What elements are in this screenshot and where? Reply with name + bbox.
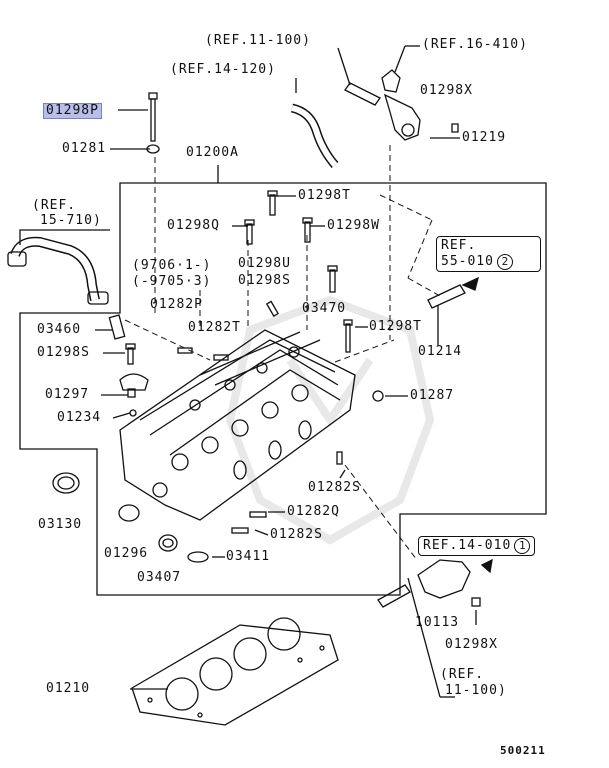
part-label-01298P-highlighted[interactable]: 01298P: [43, 103, 102, 119]
head-gasket-01210: [131, 617, 339, 726]
part-label-01298T-a[interactable]: 01298T: [298, 188, 351, 203]
water-pipe-15-710: [10, 236, 100, 301]
part-label-03411[interactable]: 03411: [226, 549, 271, 564]
outlet-01214: [427, 284, 466, 309]
sensor-01219: [381, 69, 421, 141]
circled-number-2: 2: [496, 254, 513, 270]
oring-03411: [187, 551, 209, 563]
part-label-01298W[interactable]: 01298W: [327, 218, 380, 233]
part-label-03407[interactable]: 03407: [137, 570, 182, 585]
part-label-01282S-a[interactable]: 01282S: [308, 480, 361, 495]
ref-11-100-bottom-line2[interactable]: 11-100): [445, 683, 507, 698]
bolt-01298P-shape: [146, 92, 160, 154]
ref-box-14-010-code: REF.14-010: [423, 538, 512, 553]
part-label-01298T-b[interactable]: 01298T: [369, 319, 422, 334]
part-label-01281[interactable]: 01281: [62, 141, 107, 156]
part-label-01234[interactable]: 01234: [57, 410, 102, 425]
part-label-01214[interactable]: 01214: [418, 344, 463, 359]
part-label-01282T[interactable]: 01282T: [188, 320, 241, 335]
part-label-01298X-bottom[interactable]: 01298X: [445, 637, 498, 652]
date-range-to: (-9705·3): [132, 274, 212, 289]
part-label-03130[interactable]: 03130: [38, 517, 83, 532]
ref-15-710-line1[interactable]: (REF.: [32, 198, 77, 213]
part-label-01287[interactable]: 01287: [410, 388, 455, 403]
part-label-01296[interactable]: 01296: [104, 546, 149, 561]
ref-box-55-010-line1: REF.: [441, 238, 477, 253]
diagram-code: 500211: [500, 744, 546, 757]
ref-15-710-line2[interactable]: 15-710): [40, 213, 102, 228]
assembly-frame: [19, 182, 547, 596]
date-range-from: (9706·1-): [132, 258, 212, 273]
part-label-01210[interactable]: 01210: [46, 681, 91, 696]
part-label-01282S-b[interactable]: 01282S: [270, 527, 323, 542]
circled-number-1: 1: [514, 538, 531, 554]
ref-11-100-top[interactable]: (REF.11-100): [205, 33, 311, 48]
part-label-01282P[interactable]: 01282P: [150, 297, 203, 312]
part-label-01298X-top[interactable]: 01298X: [420, 83, 473, 98]
bracket-01297: [119, 373, 149, 391]
part-label-01282Q[interactable]: 01282Q: [287, 504, 340, 519]
part-label-10113[interactable]: 10113: [415, 615, 460, 630]
small-bolts: [108, 190, 481, 607]
part-label-01200A[interactable]: 01200A: [186, 145, 239, 160]
watermark-logo: [225, 295, 435, 545]
part-label-03460[interactable]: 03460: [37, 322, 82, 337]
seal-03407: [158, 534, 178, 552]
seal-03130: [52, 472, 80, 494]
seal-01296: [118, 504, 140, 522]
ref-16-410[interactable]: (REF.16-410): [422, 37, 528, 52]
ref-box-55-010-code: 55-010: [441, 254, 494, 269]
ref-11-100-bottom-line1[interactable]: (REF.: [440, 667, 485, 682]
fitting-10113: [417, 559, 471, 599]
part-label-01298S-a[interactable]: 01298S: [238, 273, 291, 288]
part-label-01219[interactable]: 01219: [462, 130, 507, 145]
cylinder-head-body: [119, 329, 356, 521]
part-label-01298S-b[interactable]: 01298S: [37, 345, 90, 360]
part-label-01298U[interactable]: 01298U: [238, 256, 291, 271]
hose-11-100: [344, 82, 381, 106]
part-label-03470[interactable]: 03470: [302, 301, 347, 316]
ref-14-120[interactable]: (REF.14-120): [170, 62, 276, 77]
part-label-01297[interactable]: 01297: [45, 387, 90, 402]
part-label-01298Q-a[interactable]: 01298Q: [167, 218, 220, 233]
